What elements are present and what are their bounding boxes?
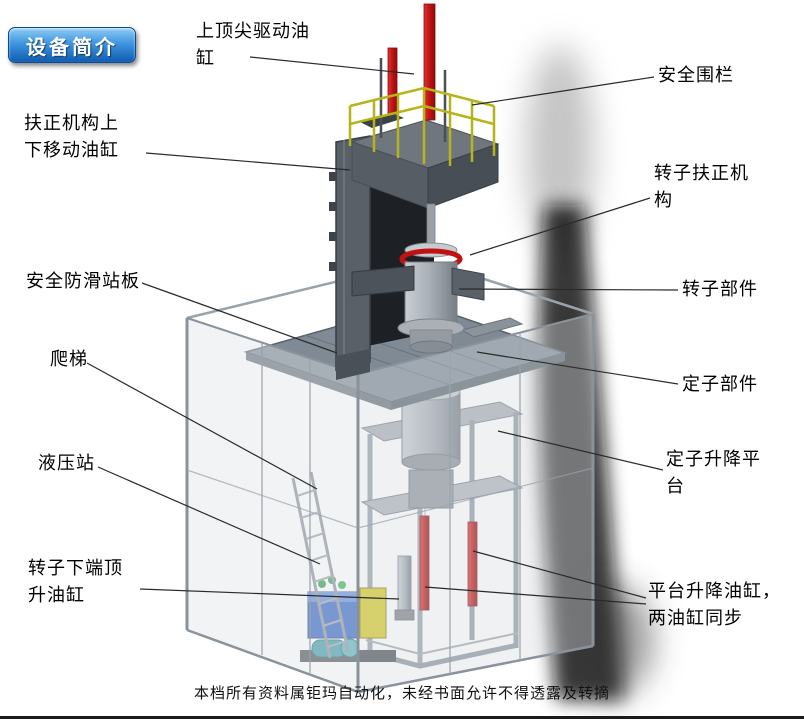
leader-line	[424, 586, 647, 605]
title-badge: 设备简介	[8, 27, 136, 63]
footer-copyright: 本档所有资料属钜玛自动化，未经书面允许不得透露及转摘	[193, 686, 610, 702]
callout-hydraulic-station: 液压站	[38, 453, 95, 473]
leader-line	[141, 282, 338, 354]
leader-line	[86, 362, 318, 490]
callout-safety-fence: 安全围栏	[658, 65, 734, 85]
leader-line	[145, 152, 351, 171]
leader-line	[472, 550, 647, 599]
cage-walls	[185, 313, 595, 694]
callout-ladder: 爬梯	[50, 349, 88, 369]
callout-stator-part: 定子部件	[682, 374, 758, 394]
callout-platform-lift-cylinders: 平台升降油缸， 两油缸同步	[648, 581, 781, 628]
title-badge-label: 设备简介	[26, 36, 118, 59]
leader-line	[97, 466, 321, 565]
leader-line	[469, 197, 651, 256]
callout-rotor-bottom-jack-cylinder: 转子下端顶 升油缸	[28, 558, 123, 605]
leader-line	[471, 76, 655, 106]
callout-top-center-drive-cylinder: 上顶尖驱动油 缸	[196, 21, 310, 68]
rotor-alignment-mechanism	[351, 265, 485, 301]
callout-anti-slip-deck: 安全防滑站板	[26, 271, 140, 291]
callout-alignment-updown-cylinder: 扶正机构上 下移动油缸	[24, 113, 119, 160]
platform-lift-cylinders	[419, 515, 478, 611]
leader-line	[458, 288, 679, 291]
leader-line	[497, 430, 664, 471]
leader-line	[139, 588, 400, 600]
bottom-rule	[0, 716, 804, 719]
safety-fence	[348, 86, 496, 166]
leader-line	[476, 351, 679, 385]
shadow-smudge	[526, 45, 653, 700]
leader-line	[249, 56, 415, 75]
anti-slip-deck	[243, 302, 568, 410]
callout-rotor-alignment-mechanism: 转子扶正机 构	[654, 163, 749, 210]
leader-lines	[86, 56, 679, 605]
rotor-bottom-jack-cylinder	[394, 555, 415, 621]
callout-stator-lift-platform: 定子升降平 台	[666, 449, 761, 496]
callout-rotor-part: 转子部件	[682, 279, 758, 299]
